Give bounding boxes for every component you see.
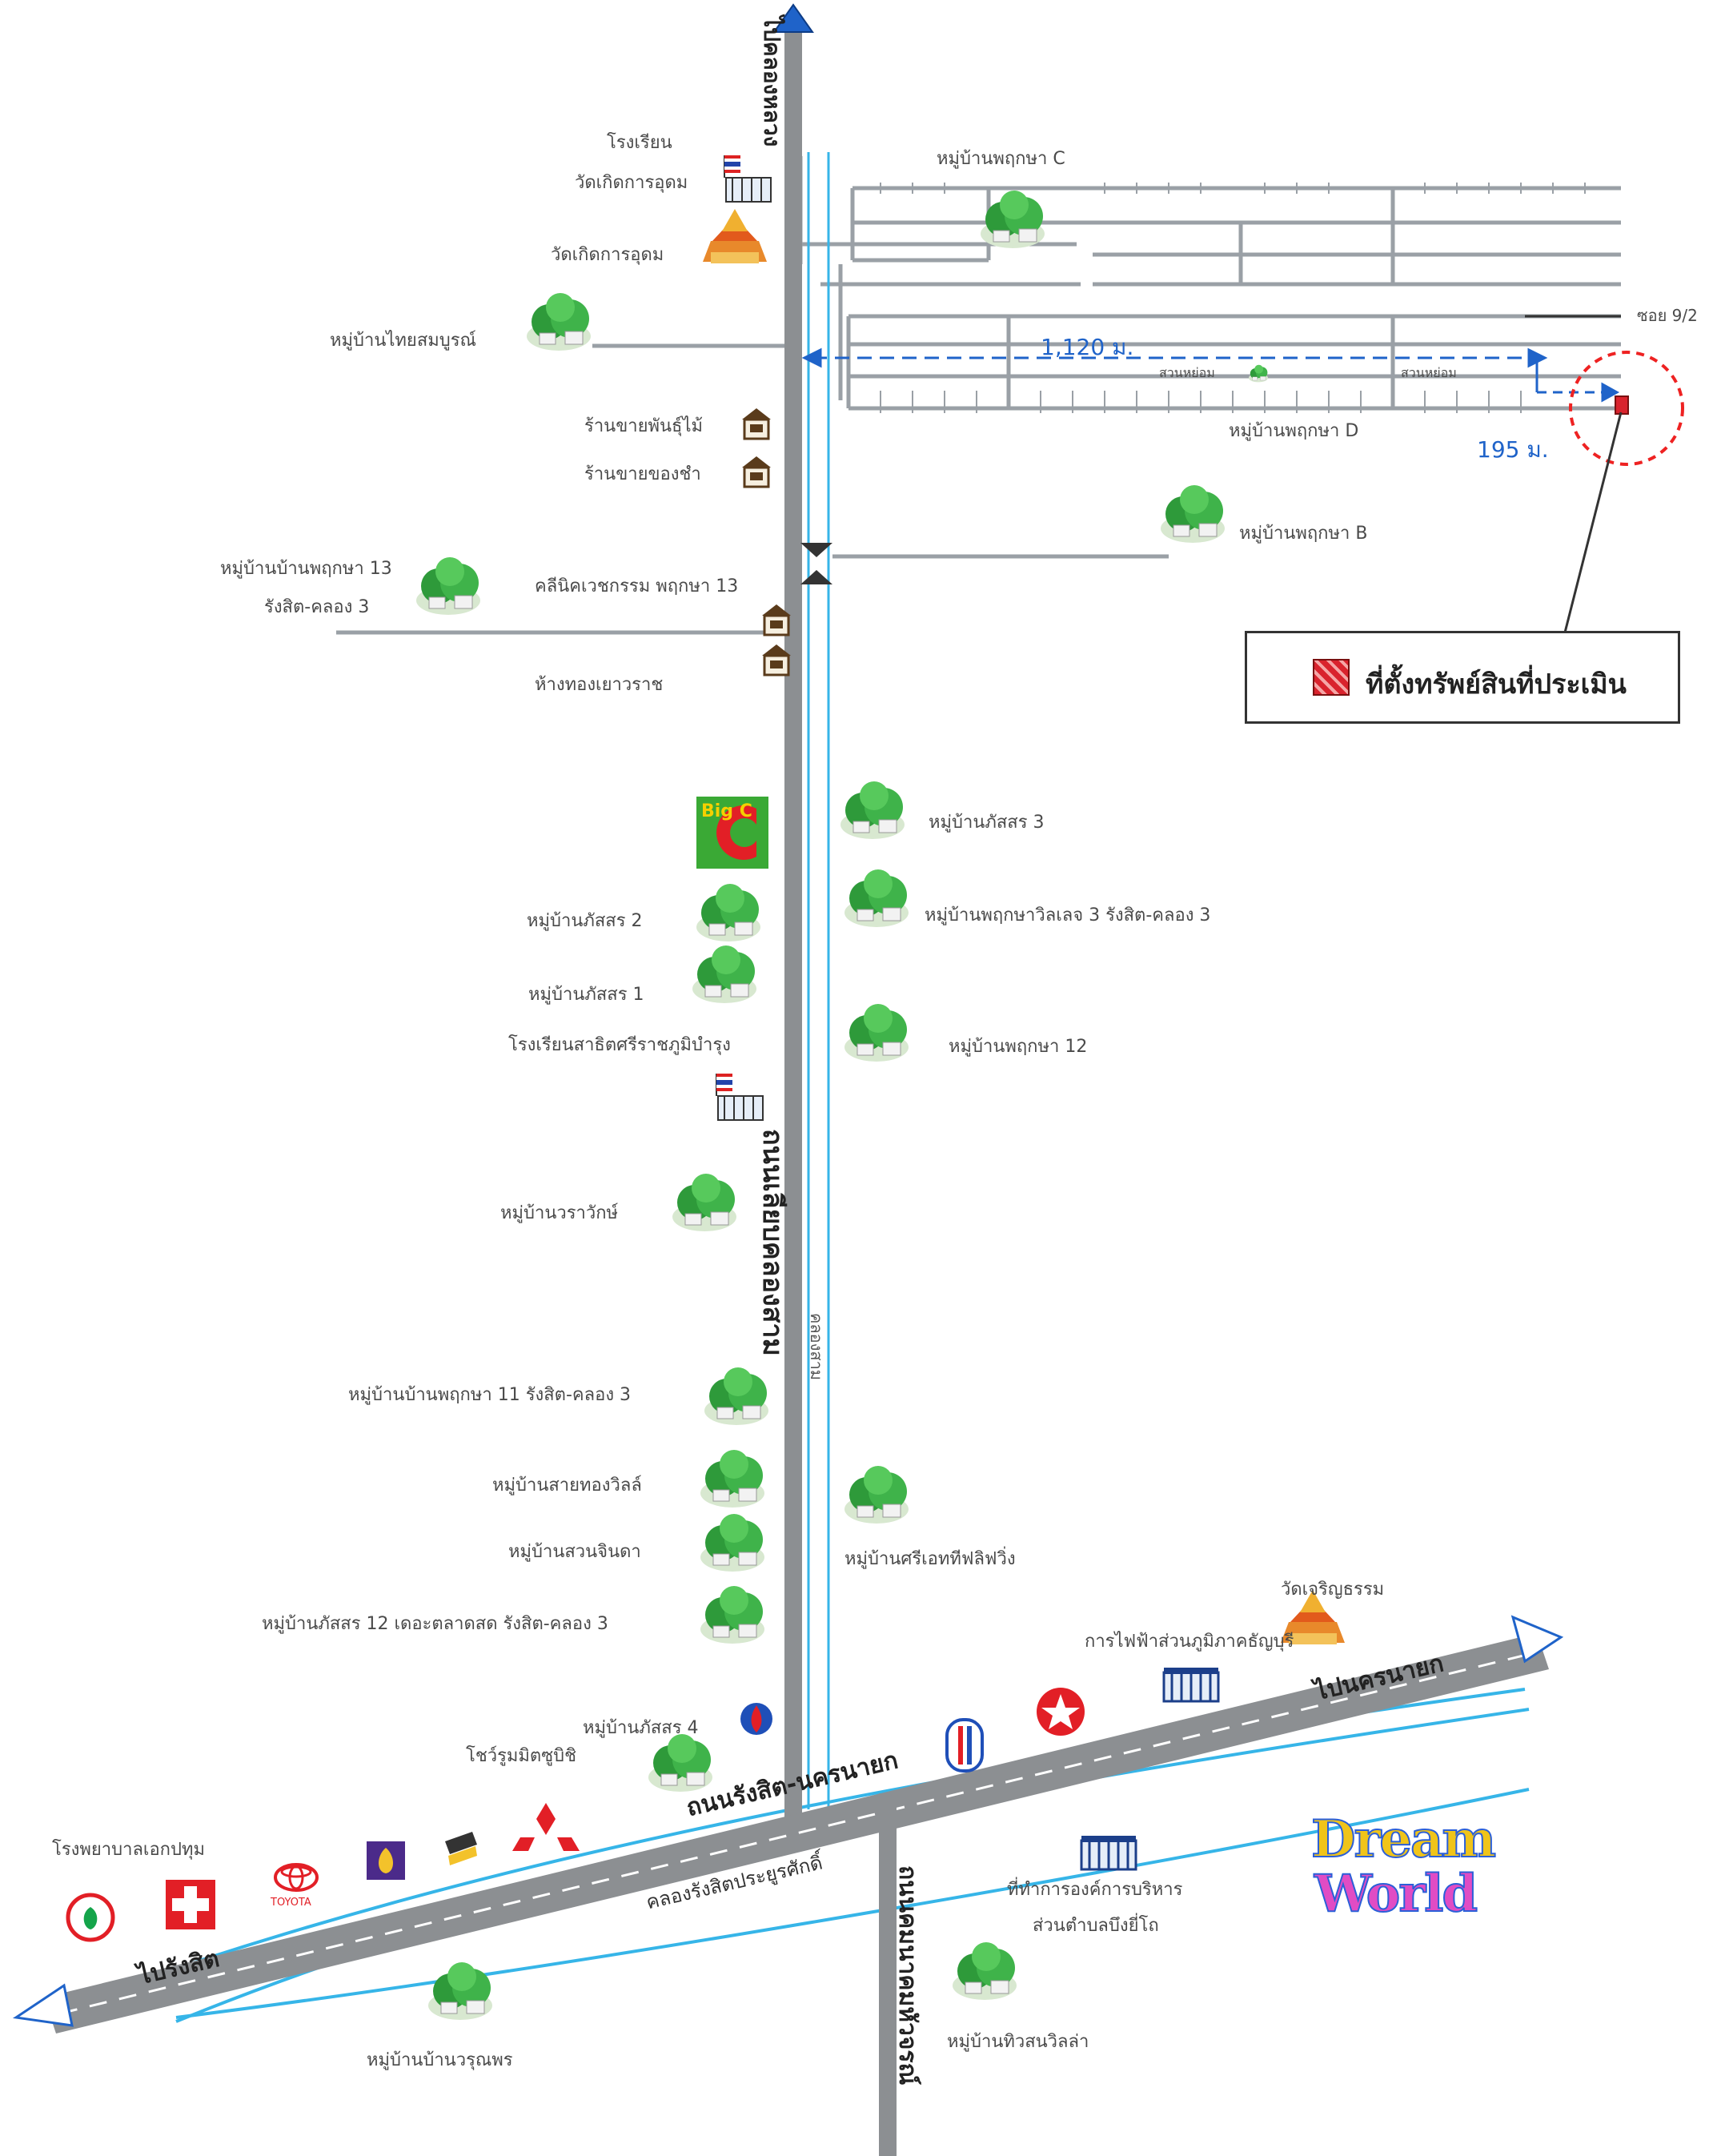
village-icon [415, 556, 481, 616]
village-lot-ticks [880, 183, 1586, 413]
ptt-station-icon [740, 1703, 772, 1735]
mitsubishi-logo [512, 1803, 580, 1851]
label-pruksaville-3: หมู่บ้านพฤกษาวิลเลจ 3 รังสิต-คลอง 3 [925, 905, 1211, 925]
toyota-logo: TOYOTA [270, 1863, 319, 1909]
village-icon [844, 1003, 909, 1062]
label-school-top: โรงเรียน [607, 133, 672, 153]
big-c-logo: Big C [696, 797, 768, 869]
dream-world-logo-word-1: Dream [1310, 1809, 1497, 1870]
legend-label: ที่ตั้งทรัพย์สินที่ประเมิน [1366, 668, 1627, 701]
label-saithong: หมู่บ้านสายทองวิลล์ [492, 1475, 642, 1496]
label-clinic: คลีนิคเวชกรรม พฤกษา 13 [535, 576, 739, 596]
label-pruksa-b: หมู่บ้านพฤกษา B [1239, 524, 1368, 544]
village-icon [648, 1733, 713, 1793]
road-main [12, 1615, 1564, 2034]
shell-station-icon [445, 1832, 477, 1865]
label-sirisap: หมู่บ้านศรีเอททีฟลิฟวิ่ง [844, 1549, 1016, 1569]
park-icon [1248, 364, 1269, 383]
village-icon [672, 1173, 737, 1232]
legend-swatch-subject-property [1313, 659, 1350, 696]
temple-icon [703, 209, 767, 263]
label-phatsorn-1: หมู่บ้านภัสสร 1 [528, 985, 644, 1005]
village-icon [526, 292, 592, 351]
label-park-2: สวนหย่อม [1401, 365, 1457, 380]
canal-label-klong-sam: คลองสาม [807, 1313, 826, 1381]
village-icon [952, 1941, 1017, 2001]
road-label-north-destination: ไปคลองหลวง [759, 16, 785, 147]
subject-property-marker [1563, 351, 1684, 633]
distance-label-1120: 1,120 ม. [1041, 334, 1134, 360]
label-school-top-2: วัดเกิดการอุดม [575, 173, 688, 193]
label-pruksa-12: หมู่บ้านพฤกษา 12 [949, 1037, 1088, 1057]
big-c-label: Big C [701, 801, 752, 821]
label-suanjinda: หมู่บ้านสวนจินดา [508, 1542, 641, 1562]
label-shop-2: ร้านขายของชำ [584, 464, 701, 484]
road-south [879, 1793, 897, 2156]
label-temple-top: วัดเกิดการอุดม [551, 245, 664, 265]
village-icon [700, 1449, 765, 1508]
road-north [772, 3, 814, 1817]
label-phatsorn-2: หมู่บ้านภัสสร 2 [527, 911, 643, 931]
canal-north [807, 152, 830, 1809]
kbank-icon [66, 1893, 115, 1942]
caltex-station-icon [1037, 1688, 1085, 1736]
label-phatsorn-3: หมู่บ้านภัสสร 3 [929, 813, 1045, 833]
dream-world-logo-word-2: World [1314, 1863, 1478, 1925]
label-temple-south: วัดเจริญธรรม [1281, 1580, 1385, 1600]
road-label-klong-sam: ถนนเลียบคลองสาม [756, 1129, 788, 1356]
label-electricity: การไฟฟ้าส่วนภูมิภาคธัญบุรี [1085, 1632, 1294, 1652]
village-icon [692, 945, 757, 1004]
label-pruksa-13: หมู่บ้านบ้านพฤกษา 13 [220, 559, 392, 579]
village-icon [696, 883, 761, 942]
label-pruksa-c: หมู่บ้านพฤกษา C [937, 149, 1065, 169]
road-label-south: ถนนคมนาคมหัวจรณ์ [893, 1865, 921, 2086]
shop-icon [740, 407, 772, 440]
label-phatsorn-12: หมู่บ้านภัสสร 12 เดอะตลาดสด รังสิต-คลอง … [262, 1614, 608, 1634]
label-thaisom: หมู่บ้านไทยสมบูรณ์ [330, 331, 476, 351]
label-gold-shop: ห้างทองเยาวราช [535, 675, 664, 695]
shop-icon [740, 455, 772, 488]
label-hospital: โรงพยาบาลเอกปทุม [52, 1840, 205, 1860]
bridge-icon [800, 543, 832, 584]
distance-label-195: 195 ม. [1477, 436, 1549, 463]
school-icon [724, 155, 772, 203]
label-district-office-2: ส่วนตำบลบึงยี่โถ [1033, 1916, 1159, 1936]
map-legend: ที่ตั้งทรัพย์สินที่ประเมิน [1245, 631, 1680, 724]
district-office-icon [1080, 1834, 1137, 1871]
label-ruenpon: หมู่บ้านบ้านวรุณพร [367, 2050, 513, 2070]
label-phatsorn-4: หมู่บ้านภัสสร 4 [583, 1718, 699, 1738]
electricity-authority-icon [1162, 1666, 1220, 1703]
village-icon [1160, 484, 1226, 544]
label-showroom: โชว์รูมมิตซูบิชิ [466, 1746, 577, 1766]
village-icon [844, 1465, 909, 1524]
label-pruksa-13-b: รังสิต-คลอง 3 [264, 597, 370, 617]
village-street-grid [336, 156, 1621, 635]
village-icon [700, 1585, 765, 1644]
label-warasak: หมู่บ้านวราวักษ์ [500, 1203, 619, 1223]
scb-bank-icon [367, 1841, 405, 1880]
village-icon [704, 1367, 769, 1426]
dream-world-logo: Dream World [1297, 1793, 1497, 1937]
label-tiwson: หมู่บ้านทิวสนวิลล่า [947, 2032, 1089, 2052]
village-icon [844, 869, 909, 928]
pt-station-icon [945, 1718, 984, 1773]
label-pruksa-11: หมู่บ้านบ้านพฤกษา 11 รังสิต-คลอง 3 [348, 1385, 632, 1405]
hospital-cross-icon [166, 1880, 215, 1929]
label-pruksa-d: หมู่บ้านพฤกษา D [1229, 421, 1359, 441]
village-icon [840, 781, 905, 840]
label-park-1: สวนหย่อม [1159, 365, 1215, 380]
village-icon [700, 1513, 765, 1572]
school-icon [716, 1073, 764, 1121]
toyota-label: TOYOTA [270, 1897, 311, 1909]
label-district-office: ที่ทำการองค์การบริหาร [1007, 1880, 1183, 1900]
label-school-mid: โรงเรียนสาธิตศรีราชภูมิบำรุง [508, 1035, 731, 1055]
label-plant-shop: ร้านขายพันธุ์ไม้ [584, 416, 704, 436]
village-icon [427, 1961, 493, 2021]
road-label-soi: ซอย 9/2 [1637, 306, 1698, 325]
